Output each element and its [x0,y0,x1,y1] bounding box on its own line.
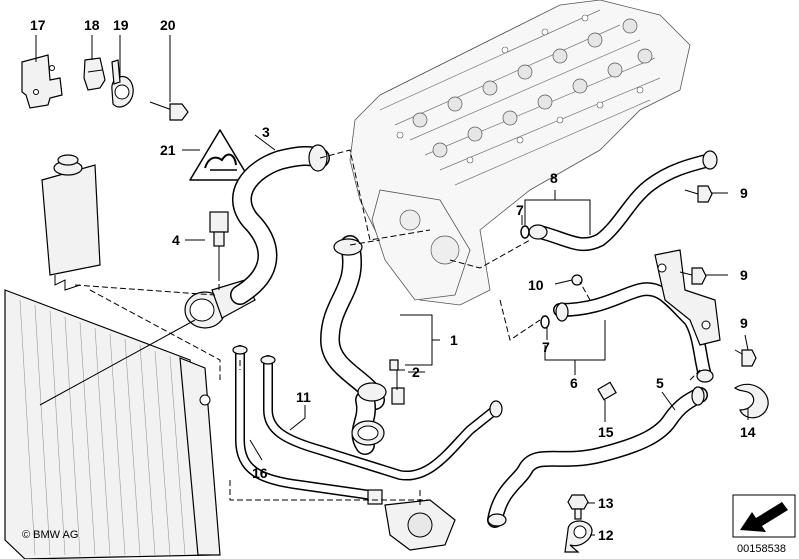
pipe-part-11 [260,355,503,481]
water-pump [367,489,456,551]
hose-part-3 [230,144,330,305]
bleed-screw-part-2 [389,359,405,405]
head-bolts [396,14,644,164]
callout-4: 4 [172,232,180,248]
bolt-part-9-middle [679,267,707,285]
hose-part-6 [553,282,714,383]
callout-7-upper: 7 [516,202,524,218]
clamp-part-14 [733,383,769,419]
temperature-sensor-part-4 [209,211,229,275]
clamp-part-12 [564,520,593,553]
copyright-text: © BMW AG [22,529,78,541]
callout-20: 20 [160,17,176,33]
warning-label-part-21 [189,129,251,181]
leader-lines [35,35,749,536]
bolt-part-9-lower [734,349,757,367]
o-ring-lower [540,315,550,329]
callout-11: 11 [296,389,311,405]
hose-part-5 [487,386,708,528]
pipe-part-16 [232,345,375,500]
callout-1: 1 [450,332,458,348]
callout-9-middle: 9 [740,267,748,283]
callout-13: 13 [598,495,614,511]
callout-9-upper: 9 [740,185,748,201]
callout-19: 19 [113,17,129,33]
o-ring-upper [520,225,530,239]
bolt-part-9-upper [684,185,713,203]
callout-2: 2 [412,364,420,380]
callout-15: 15 [598,424,614,440]
callout-numbers: 17 18 19 20 3 21 4 8 9 7 9 10 9 1 7 2 6 … [30,17,756,543]
engine-cylinder-head [349,0,691,306]
callout-3: 3 [262,124,270,140]
callout-9-lower: 9 [740,315,748,331]
callout-8: 8 [550,170,558,186]
callout-7-lower: 7 [542,339,550,355]
hose-part-1 [320,235,387,455]
callout-6: 6 [570,375,578,391]
orientation-arrow-box [732,494,796,538]
camshaft-lobes [412,18,653,158]
callout-12: 12 [598,527,614,543]
diagram-number: 00158538 [737,543,786,555]
tube-part-15 [464,381,617,481]
callout-16: 16 [252,465,268,481]
assembly-dashed-lines [74,149,701,505]
callout-17: 17 [30,17,46,33]
callout-14: 14 [740,424,756,440]
callout-5: 5 [656,375,664,391]
callout-10: 10 [528,277,544,293]
callout-21: 21 [160,142,176,158]
hose-bracket [654,249,721,346]
clip-part-18 [83,57,106,91]
callout-18: 18 [84,17,100,33]
expansion-tank [41,154,101,291]
bracket-part-17 [21,54,63,109]
screw-part-20 [149,101,189,121]
hose-clamp-part-19 [111,59,134,108]
screw-part-13 [567,494,589,520]
radiator [4,289,221,559]
